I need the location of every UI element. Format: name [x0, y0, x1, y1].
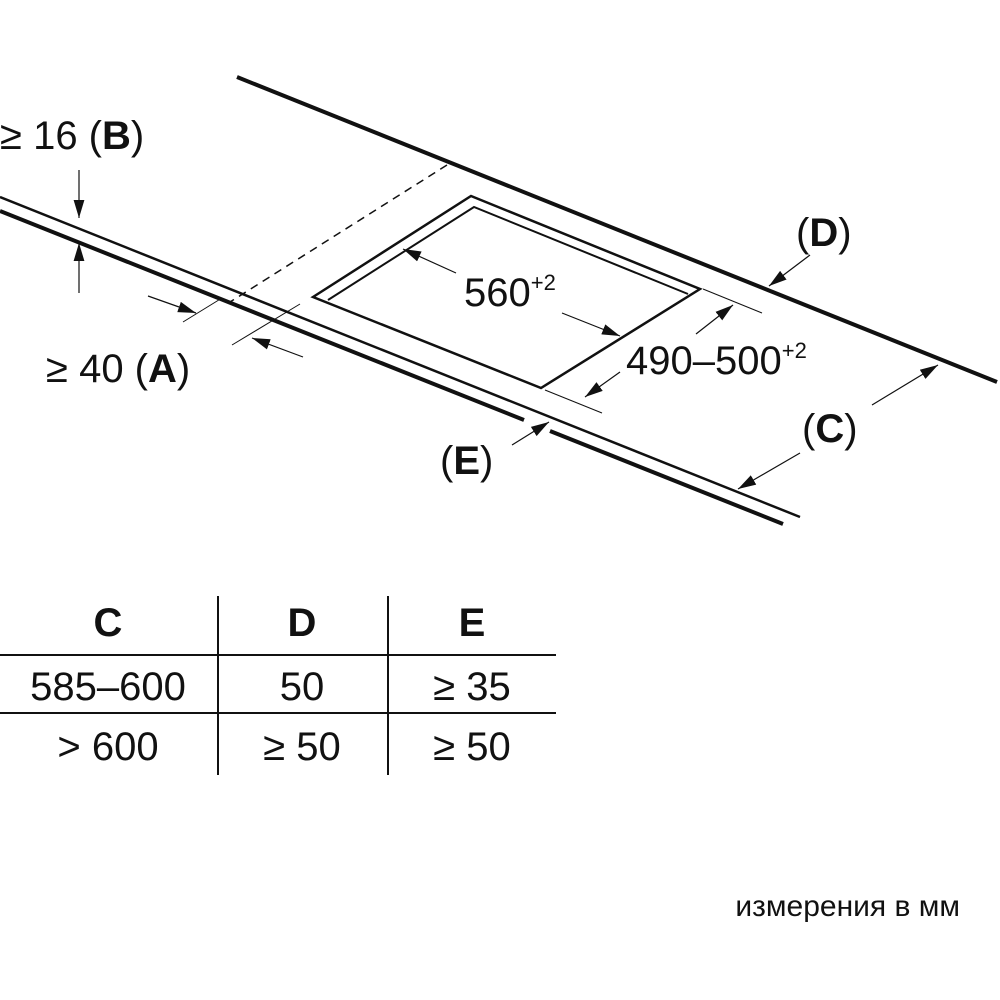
width-arrow-left: [402, 248, 457, 274]
extension-line: [231, 303, 301, 346]
extension-line: [544, 389, 603, 414]
extension-line: [182, 297, 223, 323]
table-cell: 585–600: [30, 665, 186, 709]
clearance-table: C D E 585–600 50 ≥ 35 > 600 ≥ 50 ≥ 50: [0, 596, 556, 775]
a-arrow-left: [251, 337, 304, 358]
depth-arrow-down: [584, 371, 621, 398]
label-c: (C): [802, 407, 858, 451]
label-d: (D): [796, 211, 852, 255]
worktop-front-upper-line: [0, 195, 801, 519]
table-cell: ≥ 50: [433, 725, 511, 769]
back-wall-line: [236, 75, 998, 384]
d-arrow: [768, 254, 811, 287]
table-header-e: E: [459, 601, 486, 645]
table-header-c: C: [94, 601, 123, 645]
a-arrow-right: [147, 295, 197, 314]
table-header-d: D: [288, 601, 317, 645]
width-arrow-right: [561, 312, 621, 337]
cutout-outer: [310, 194, 703, 390]
depth-dimension: 490–500+2: [626, 338, 807, 383]
c-arrow-up: [871, 364, 939, 406]
table-cell: ≥ 35: [433, 665, 511, 709]
units-note: измерения в мм: [735, 890, 960, 923]
e-arrow: [511, 421, 550, 446]
worktop-front-lower-line: [0, 209, 784, 526]
extension-line: [702, 288, 763, 314]
dashed-reference-line: [229, 164, 448, 303]
label-b: ≥ 16 (B): [0, 114, 144, 158]
label-a: ≥ 40 (A): [46, 347, 190, 391]
depth-arrow-up: [695, 304, 734, 335]
table-cell: > 600: [57, 725, 158, 769]
c-arrow-down: [737, 452, 801, 490]
label-e: (E): [440, 439, 493, 483]
width-dimension: 560+2: [464, 270, 556, 315]
table-cell: 50: [280, 665, 325, 709]
table-cell: ≥ 50: [263, 725, 341, 769]
cutout-inner-edge: [327, 205, 689, 301]
